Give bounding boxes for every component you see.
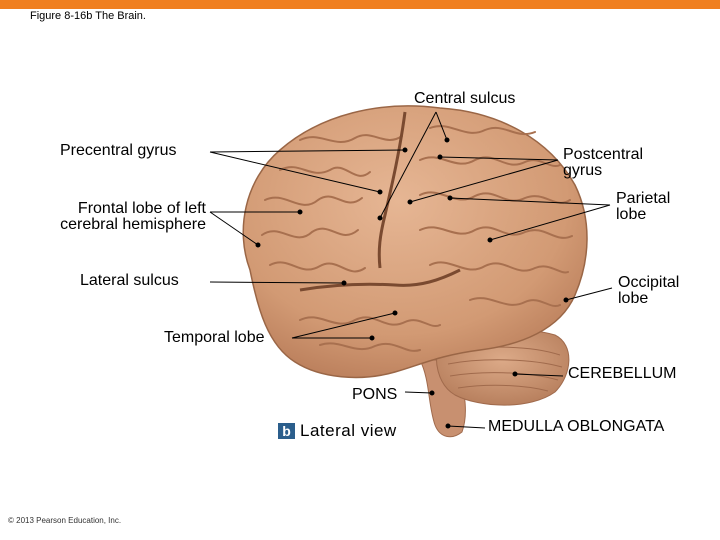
leader-parietal-a <box>449 197 611 206</box>
leader-temporal-a <box>291 312 396 339</box>
label-frontal-lobe: Frontal lobe of left cerebral hemisphere <box>30 201 206 233</box>
label-occipital-line2: lobe <box>618 290 649 307</box>
leader-lateral-sulcus <box>209 281 345 284</box>
view-label: Lateral view <box>300 421 397 440</box>
label-postcentral-line2: gyrus <box>563 162 603 179</box>
leader-frontal-b <box>209 211 259 246</box>
leader-medulla <box>447 425 486 429</box>
gyri-texture <box>261 125 573 352</box>
leader-pons <box>404 391 433 394</box>
cerebellum-folia <box>447 346 563 392</box>
label-parietal-line1: Parietal <box>616 190 671 207</box>
label-occipital-line1: Occipital <box>618 274 680 291</box>
label-medulla-oblongata: MEDULLA OBLONGATA <box>488 418 665 435</box>
label-frontal-line2: cerebral hemisphere <box>60 216 206 233</box>
leader-postcentral-a <box>439 156 559 161</box>
leader-central-sulcus-a <box>379 111 437 219</box>
leader-lines <box>209 111 613 429</box>
copyright-notice: © 2013 Pearson Education, Inc. <box>8 516 122 525</box>
label-occipital-lobe: Occipital lobe <box>618 275 679 307</box>
leader-precentral-a <box>209 149 406 153</box>
view-badge: b <box>278 423 295 439</box>
cerebrum-shape <box>242 105 588 379</box>
label-parietal-line2: lobe <box>616 206 647 223</box>
leader-parietal-b <box>489 204 611 241</box>
figure-title: Figure 8-16b The Brain. <box>30 10 146 22</box>
leader-occipital <box>565 287 613 301</box>
lateral-sulcus-groove <box>299 268 461 292</box>
label-temporal-lobe: Temporal lobe <box>164 329 265 346</box>
label-cerebellum: CEREBELLUM <box>568 365 677 382</box>
leader-precentral-b <box>209 151 381 193</box>
top-accent-bar <box>0 0 720 9</box>
leader-central-sulcus-b <box>435 111 448 141</box>
label-postcentral-line1: Postcentral <box>563 146 644 163</box>
label-central-sulcus: Central sulcus <box>414 90 516 107</box>
label-frontal-line1: Frontal lobe of left <box>77 200 206 217</box>
label-lateral-sulcus: Lateral sulcus <box>80 272 179 289</box>
label-precentral-gyrus: Precentral gyrus <box>60 142 177 159</box>
label-parietal-lobe: Parietal lobe <box>616 191 670 223</box>
label-postcentral-gyrus: Postcentral gyrus <box>563 147 643 179</box>
central-sulcus-groove <box>377 111 407 269</box>
leader-postcentral-b <box>409 159 559 203</box>
label-pons: PONS <box>352 386 398 403</box>
leader-cerebellum <box>514 373 564 377</box>
